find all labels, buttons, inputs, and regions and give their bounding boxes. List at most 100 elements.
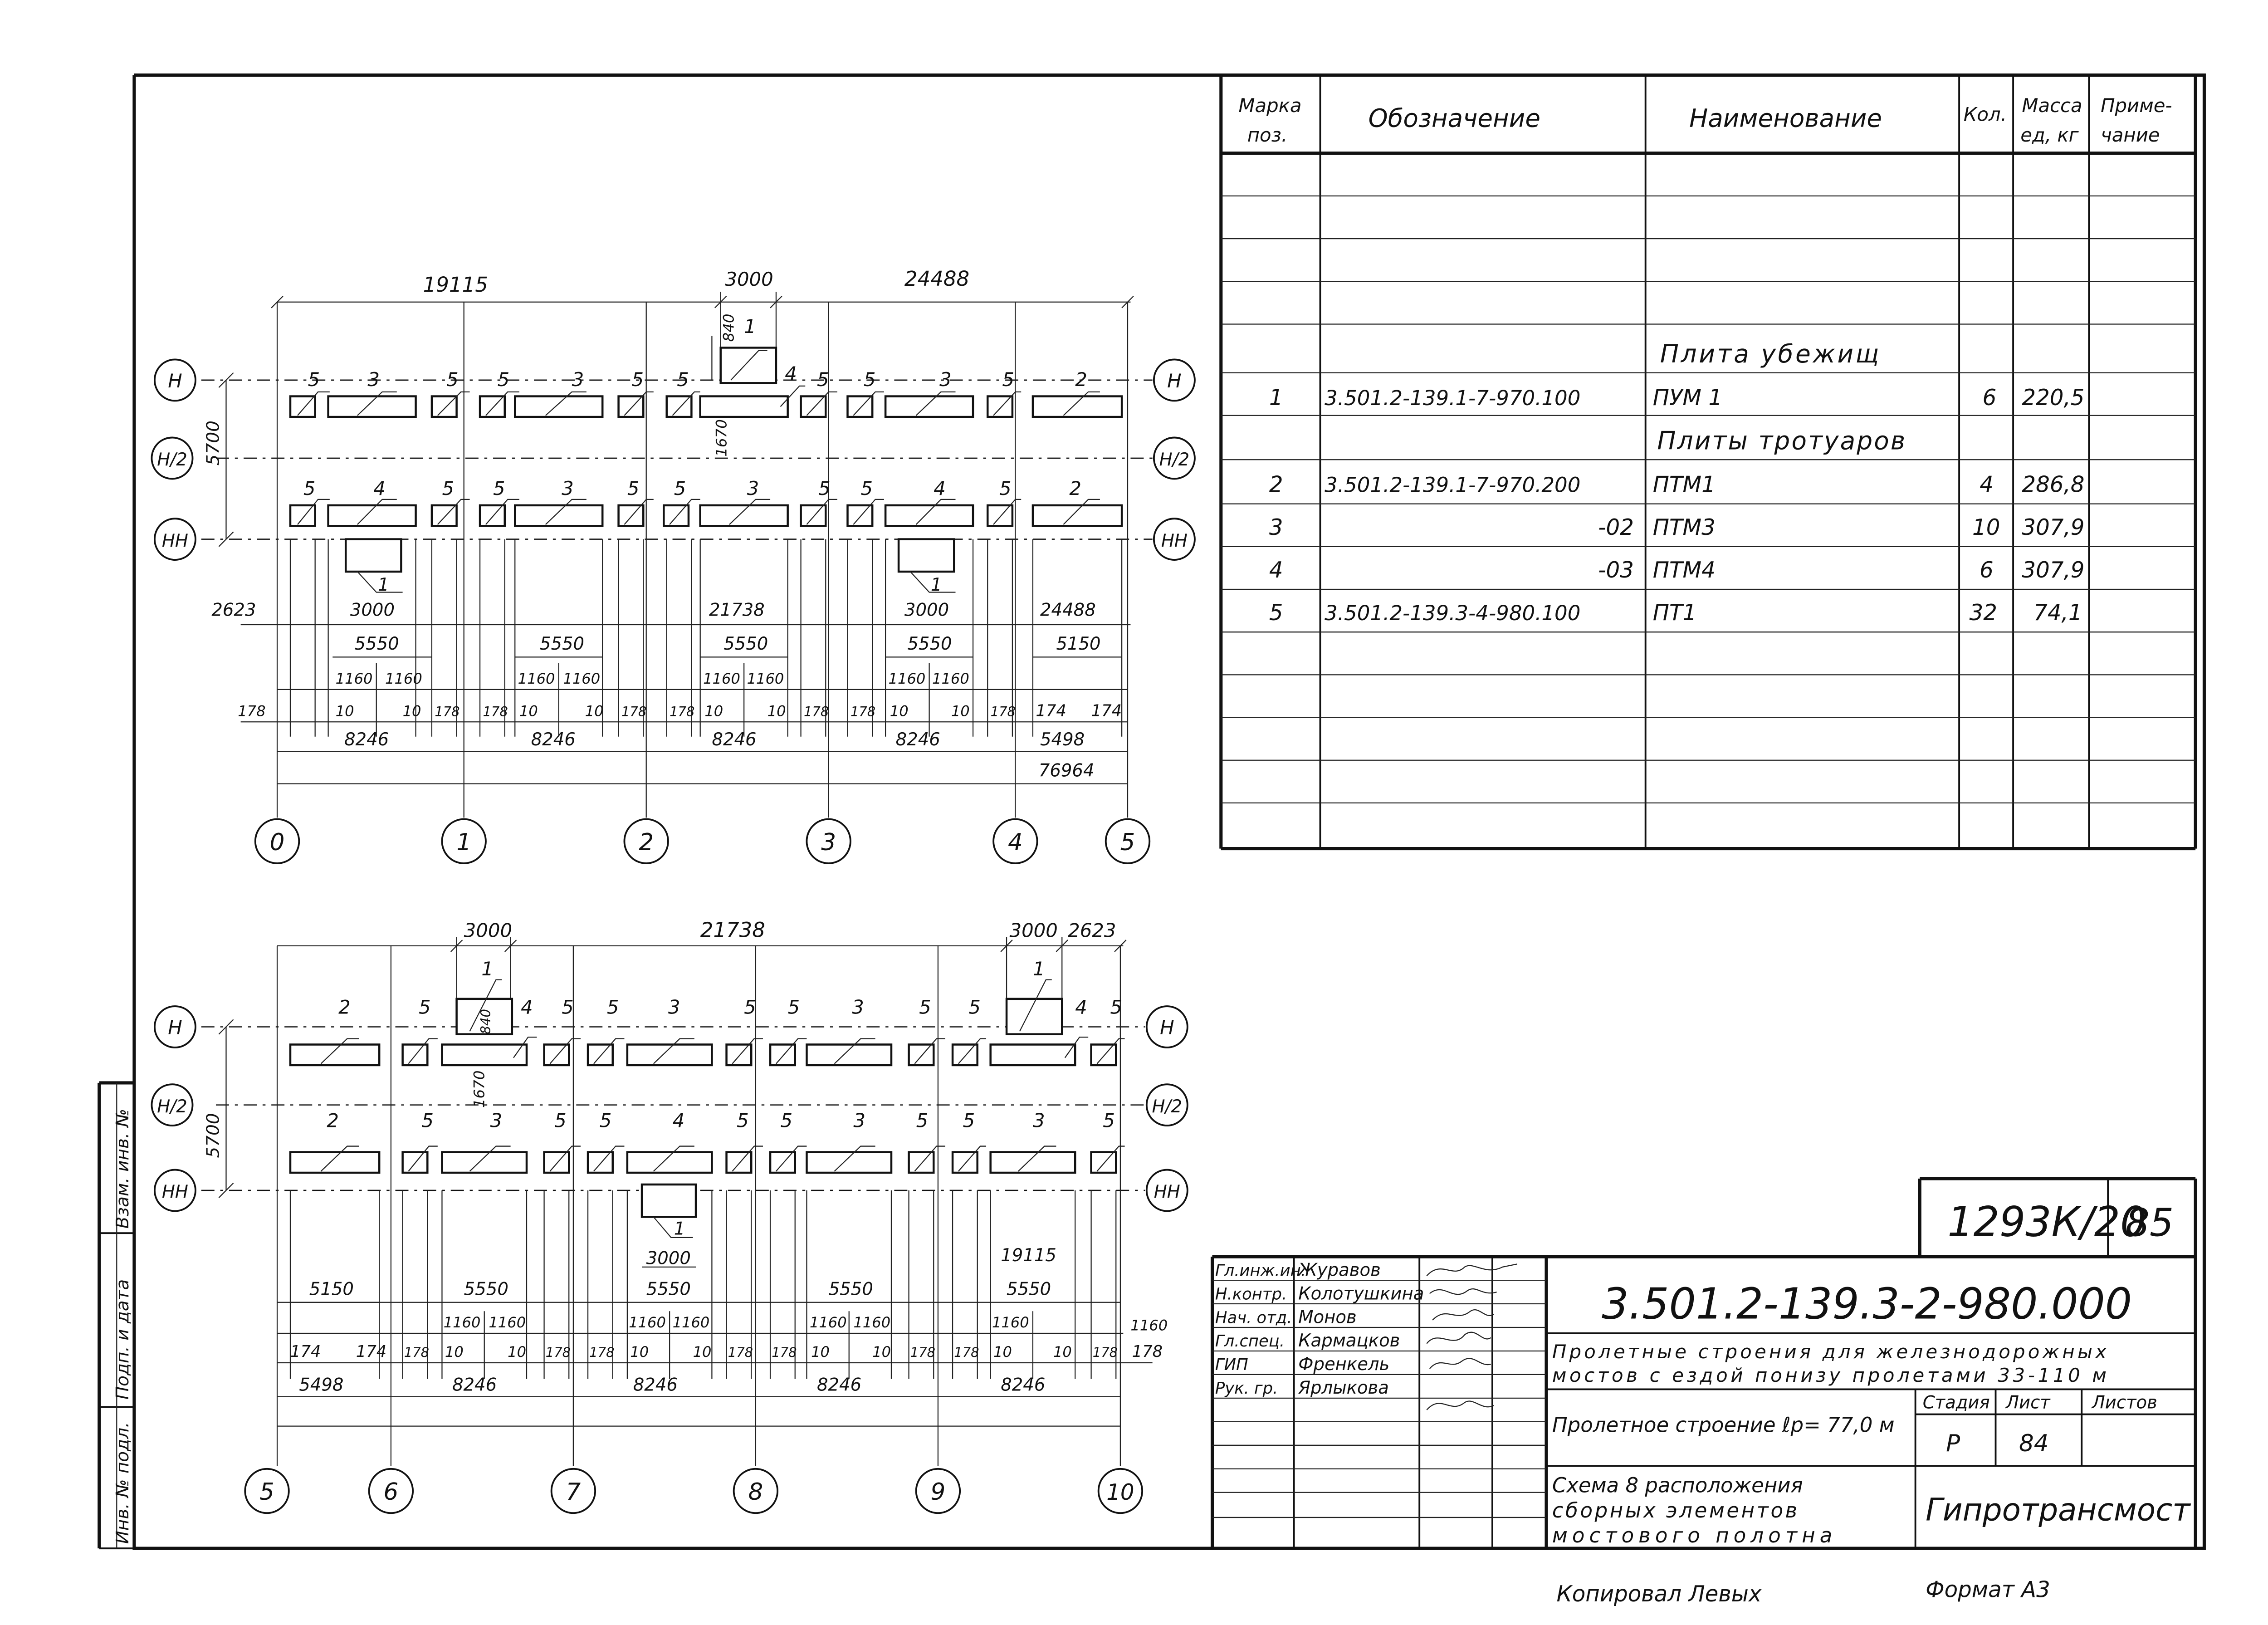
plan1-dim-1160: 1160 [932,670,969,687]
plan2-mark-nn: 5 [963,1109,975,1131]
plan2-dim-2623: 2623 [1068,919,1116,941]
plan1-dim-5550: 5550 [540,634,584,654]
plan2-mark-n: 5 [788,996,800,1018]
plan2-dim-1160: 1160 [673,1314,710,1331]
plan2-mark-n: 5 [562,996,574,1018]
plan2-mark-n: 4 [1075,996,1087,1018]
spec-row-designation: -03 [1598,558,1634,583]
plan1-mark-nn: 4 [934,477,946,499]
plan2-axis-nn-right: НН [1154,1182,1180,1202]
spec-row-qty: 6 [1980,558,1994,583]
plan1-column-label: 1 [456,829,471,856]
plan1-dim-21738: 21738 [709,600,765,620]
plan1-axis-n2-left: Н/2 [157,450,187,470]
plan2-column-label: 8 [748,1478,763,1506]
plan1-dim-10: 10 [403,702,421,720]
plan2-column-label: 5 [259,1478,274,1506]
plan1-mark-n: 4 [785,362,797,385]
plan2-dim-1160: 1160 [810,1314,847,1331]
spec-group-shelter: Плита убежищ [1660,339,1879,368]
plan2-dim-5550: 5550 [1007,1279,1051,1299]
spec-row-mass: 307,9 [2022,515,2084,540]
plan1-dim-178: 178 [804,704,829,719]
side-label-sign-date: Подп. и дата [112,1279,133,1400]
spec-header-note-1: Приме- [2101,94,2172,117]
spec-table [1219,75,2197,851]
plan1-dim-1160: 1160 [563,670,600,687]
plan2-mark-n: 3 [852,996,864,1018]
spec-row-designation: 3.501.2-139.3-4-980.100 [1325,601,1580,625]
plan1-dim-10: 10 [585,702,604,720]
plan2-dim-10: 10 [630,1343,649,1361]
plan1-shelter-mark-right: 1 [931,575,942,595]
plan1-mark-nn: 5 [674,477,686,499]
title-stage-value: Р [1946,1430,1960,1457]
plan2-dim-10: 10 [508,1343,526,1361]
spec-row-mass: 220,5 [2022,385,2084,411]
plan2-mark-n: 5 [919,996,931,1018]
plan2-shelter-mark-left: 1 [481,958,494,980]
plan1-axis-n2-right: Н/2 [1159,450,1190,470]
title-role: ГИП [1215,1356,1248,1374]
title-scheme-line-3: мостового полотна [1552,1523,1832,1547]
plan1-dim-840: 840 [720,313,738,342]
plan1-dim-24488: 24488 [904,267,969,291]
footer-copied-by: Копировал Левых [1556,1581,1762,1607]
plan1-dim-5550: 5550 [907,634,952,654]
title-role: Гл.инж.ин. [1215,1261,1306,1280]
plan1-dim-1160: 1160 [703,670,740,687]
spec-group-sidewalk: Плиты тротуаров [1657,426,1905,455]
plan2-dim-174: 174 [356,1342,386,1361]
plan2-mark-n: 5 [1110,996,1122,1018]
plan2-dim-178: 178 [1132,1342,1163,1361]
plan1-mark-nn: 5 [303,477,316,499]
plan1-mark-nn: 5 [860,477,873,499]
footer-format: Формат А3 [1926,1577,2050,1602]
plan2-mark-nn: 5 [781,1109,793,1131]
spec-row-mass: 286,8 [2022,472,2084,497]
plan1-mark-n: 5 [446,368,459,391]
plan2-mark-nn: 3 [490,1109,503,1131]
plan1-dim-10: 10 [767,702,786,720]
plan-1 [151,292,1196,864]
spec-row-qty: 10 [1972,515,2000,540]
title-person: Ярлыкова [1298,1378,1389,1398]
plan1-mark-n: 5 [632,368,644,391]
plan1-mark-n: 3 [367,368,380,391]
spec-header-qty: Кол. [1964,103,2007,125]
plan2-column-label: 9 [931,1478,946,1506]
plan2-dim-1160: 1160 [489,1314,526,1331]
plan1-dim-1160: 1160 [385,670,422,687]
plan1-dim-178: 178 [435,704,459,719]
spec-row-mark: 5 [1269,600,1283,626]
plan2-dim-10: 10 [445,1343,464,1361]
plan1-dim-5550: 5550 [723,634,768,654]
plan1-mark-n: 3 [572,368,584,391]
title-doc-number: 3.501.2-139.3-2-980.000 [1602,1279,2132,1329]
plan2-dim-3000-right: 3000 [1009,919,1057,941]
spec-row-mark: 1 [1269,385,1283,411]
plan1-column-label: 2 [639,829,654,856]
plan1-dim-10: 10 [336,702,354,720]
plan1-mark-n: 5 [308,368,320,391]
title-code: 1293К/20 [1947,1198,2146,1246]
title-scheme-line-1: Схема 8 расположения [1552,1473,1803,1498]
plan1-mark-nn: 5 [999,477,1012,499]
title-person: Журавов [1297,1260,1381,1280]
spec-row-mass: 74,1 [2033,600,2082,626]
plan2-shelter-mark-nn: 1 [674,1219,685,1239]
plan1-dim-1670: 1670 [713,419,730,457]
title-line-1: Пролетные строения для железнодорожных [1552,1341,2107,1363]
spec-row-designation: 3.501.2-139.1-7-970.100 [1325,386,1580,410]
plan2-dim-178: 178 [404,1345,429,1360]
spec-header-name: Наименование [1689,103,1882,132]
plan2-dim-5150: 5150 [309,1279,354,1299]
plan1-axis-nn-left: НН [162,531,188,551]
plan1-dim-8246: 8246 [344,729,389,750]
plan2-dim-8246: 8246 [1001,1375,1045,1395]
plan1-mark-nn: 3 [562,477,574,499]
plan1-dim-total: 76964 [1039,760,1095,781]
spec-row-designation: -02 [1598,515,1634,540]
plan1-dim-178: 178 [991,704,1016,719]
plan1-mark-n: 5 [1002,368,1014,391]
